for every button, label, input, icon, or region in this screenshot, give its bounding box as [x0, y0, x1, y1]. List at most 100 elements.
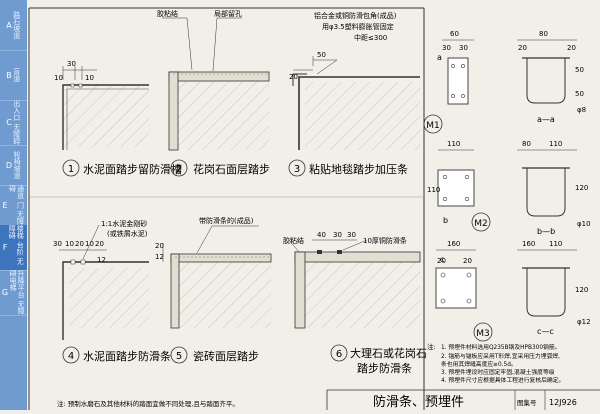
notes-head: 注: [427, 342, 436, 351]
detail-3: 50 20 铝合金或铜防滑包角(成品) 用φ3.5塑料膨胀管固定 中距≤300 … [288, 11, 420, 177]
m1-section-label: a—a [537, 115, 555, 124]
m2-dim-120: 120 [575, 184, 588, 192]
m1-dim-30b: 30 [459, 44, 468, 52]
m2-dim-110c: 110 [549, 140, 562, 148]
d4-dim-30: 30 [53, 240, 62, 248]
sidebar-tab-letter: E [2, 200, 8, 210]
sidebar-tab-text: 路石坡道 [12, 11, 21, 39]
d3-note-2: 用φ3.5塑料膨胀管固定 [322, 22, 394, 31]
m3-dim-20a: 20 [437, 257, 446, 265]
d6-caption-2: 踏步防滑条 [357, 361, 412, 375]
d3-caption: 粘贴地毯踏步加压条 [309, 162, 408, 176]
d2-number: 2 [176, 164, 182, 175]
d3-dim-50: 50 [317, 51, 326, 59]
d1-dim-10a: 10 [54, 74, 63, 82]
d6-dim-30a: 30 [333, 231, 342, 239]
m1-section-letter: a [437, 53, 442, 62]
d5-dim-12: 12 [155, 253, 164, 261]
drawing-svg: 30 10 10 1 水泥面踏步留防滑槽 胶粘结 局部留孔 2 花岗石面层踏步 … [28, 7, 600, 410]
m1-diameter: φ8 [577, 106, 586, 114]
fig-number: 12J926 [549, 398, 577, 407]
d2-note-glue: 胶粘结 [157, 9, 178, 18]
m1-dim-50b: 50 [575, 90, 584, 98]
sidebar-tab-letter: F [2, 243, 8, 252]
note-1: 1. 预埋件材料选用Q235B钢及HPB300钢筋。 [441, 343, 560, 351]
sidebar-tab-letter: A [6, 20, 12, 30]
m2-dim-80: 80 [522, 140, 531, 148]
sidebar-tab-letter: G [1, 288, 9, 297]
d2-caption: 花岗石面层踏步 [193, 162, 270, 176]
m1-dim-60: 60 [450, 30, 459, 38]
fig-label: 图集号 [517, 398, 537, 407]
d3-dim-20: 20 [289, 73, 298, 81]
notes-block: 注: 1. 预埋件材料选用Q235B钢及HPB300钢筋。 2. 锚筋与锚板应采… [427, 342, 564, 384]
m2-diameter: φ10 [577, 220, 591, 228]
d1-dim-10b: 10 [85, 74, 94, 82]
d4-dim-12: 12 [97, 256, 106, 264]
d1-dim-30: 30 [67, 60, 76, 68]
m2-label: M2 [474, 219, 488, 229]
sidebar-tab-letter: D [5, 160, 13, 170]
title-block: 防滑条、预埋件 图集号 12J926 [326, 389, 600, 410]
sidebar-tab-letter: C [6, 118, 12, 127]
m2-dim-110b: 110 [427, 186, 440, 194]
note-3: 条也用其焊缝高度应≥0.5d。 [441, 360, 517, 368]
m1-dim-50a: 50 [575, 66, 584, 74]
d6-note-strip: 10厚铜防滑条 [363, 236, 407, 245]
m3-dim-20b: 20 [463, 257, 472, 265]
m1-dim-80: 80 [539, 30, 548, 38]
m3-dim-120: 120 [575, 286, 588, 294]
embedded-parts: 60 30 30 a M1 80 20 20 50 50 φ8 a—a 110 … [423, 30, 591, 342]
sidebar-tab-letter: B [6, 70, 12, 80]
d3-note-3: 中距≤300 [354, 33, 387, 42]
detail-1: 30 10 10 1 水泥面踏步留防滑槽 [54, 60, 182, 177]
m3-dim-110: 110 [549, 240, 562, 248]
m3-dim-160a: 160 [447, 240, 460, 248]
m1-label: M1 [426, 121, 440, 131]
detail-4: 30 10 20 10 20 12 1:1水泥金刚砂 (或铁屑水泥) 4 水泥面… [53, 219, 171, 364]
detail-6: 40 30 30 胶粘结 10厚铜防滑条 6 大理石或花岗石 踏步防滑条 [283, 231, 427, 375]
d1-number: 1 [68, 164, 74, 175]
m3-section-label: c—c [537, 327, 554, 336]
d1-caption: 水泥面踏步留防滑槽 [83, 162, 182, 176]
d3-number: 3 [294, 164, 300, 175]
m2-section-label: b—b [537, 227, 555, 236]
d6-dim-40: 40 [317, 231, 326, 239]
d6-number: 6 [336, 349, 342, 360]
sidebar-tab-text: 通道 门 无障碍 [8, 185, 25, 225]
drawing-sheet: 30 10 10 1 水泥面踏步留防滑槽 胶粘结 局部留孔 2 花岗石面层踏步 … [27, 0, 600, 410]
d1-num-circle [62, 159, 80, 177]
d3-note-1: 铝合金或铜防滑包角(成品) [314, 11, 397, 20]
d5-number: 5 [176, 351, 182, 362]
d2-note-hole: 局部留孔 [214, 9, 242, 18]
d4-dim-10a: 10 [65, 240, 74, 248]
d5-note: 带防滑条的(成品) [199, 216, 254, 225]
sidebar-tab-text: 楼梯 台阶 无障碍 [8, 225, 25, 265]
d4-caption: 水泥面踏步防滑条 [83, 349, 171, 363]
m1-dim-20a: 20 [518, 44, 527, 52]
note-4: 3. 预埋件埋设时应固定牢固,混凝土强度等级 [441, 368, 555, 376]
d6-caption-1: 大理石或花岗石 [350, 346, 427, 360]
d5-caption: 瓷砖面层踏步 [193, 349, 259, 363]
sidebar-tab-text: 出入口 无障碍 [12, 100, 21, 145]
sidebar-tab-text: 升降平台 无障碍电梯 [9, 270, 26, 315]
footer-note: 注: 预制水磨石及其他材料的踏面宜做不同处理,且与踏面齐平。 [57, 399, 239, 408]
note-2: 2. 锚筋与锚板应采用T形焊,宜采用压力埋弧焊, [441, 352, 560, 360]
title-text: 防滑条、预埋件 [373, 394, 464, 410]
detail-2: 胶粘结 局部留孔 2 花岗石面层踏步 [157, 9, 270, 177]
sidebar-tab-text: 盲道 [12, 68, 21, 82]
d4-dim-20b: 20 [95, 240, 104, 248]
m2-dim-110a: 110 [447, 140, 460, 148]
m1-dim-20b: 20 [567, 44, 576, 52]
d4-note-1: 1:1水泥金刚砂 [101, 219, 147, 228]
d6-dim-30b: 30 [347, 231, 356, 239]
detail-5: 20 12 带防滑条的(成品) 5 瓷砖面层踏步 [155, 216, 272, 364]
d4-note-2: (或铁屑水泥) [107, 229, 148, 238]
